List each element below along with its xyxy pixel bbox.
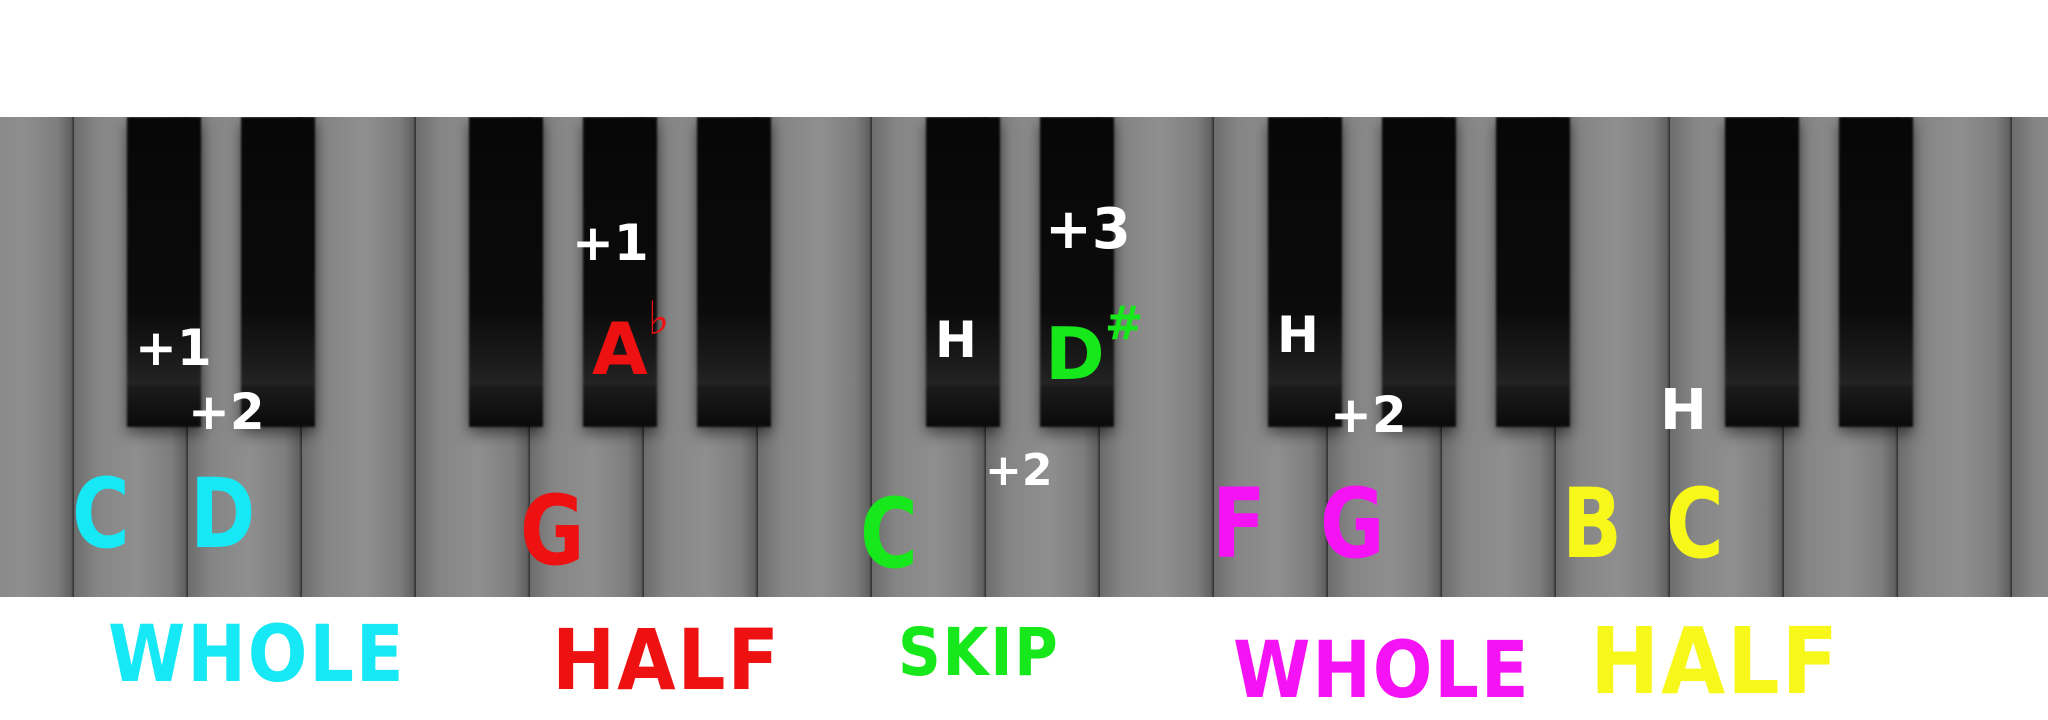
step-label: +2: [1330, 386, 1407, 444]
note-label: C: [860, 478, 918, 590]
step-label: H: [1660, 378, 1707, 443]
interval-label: SKIP: [898, 614, 1060, 691]
black-key: [926, 117, 1000, 427]
step-label: +1: [135, 319, 212, 377]
black-key: [469, 117, 543, 427]
black-key: [1725, 117, 1799, 427]
black-key: [127, 117, 201, 427]
white-key: [1898, 117, 2018, 597]
step-label: +2: [985, 445, 1053, 496]
black-key: [1382, 117, 1456, 427]
black-key: [697, 117, 771, 427]
white-key: [2012, 117, 2048, 597]
interval-label: HALF: [1590, 608, 1840, 715]
white-key: [758, 117, 878, 597]
step-label: H: [935, 311, 977, 369]
interval-label: HALF: [552, 611, 781, 709]
note-label: C: [72, 458, 130, 570]
note-letter: D: [1045, 312, 1105, 396]
note-label: F: [1212, 468, 1266, 580]
black-key: [1268, 117, 1342, 427]
note-label: C: [1666, 468, 1724, 580]
sharp-sign: #: [1104, 296, 1144, 350]
step-label: +1: [572, 214, 649, 272]
note-label: D: [190, 458, 256, 570]
note-label: G: [520, 475, 585, 587]
piano-keyboard: [0, 117, 2048, 597]
black-key: [1839, 117, 1913, 427]
flat-sign: ♭: [647, 291, 670, 345]
white-key: [0, 117, 80, 597]
note-label: G: [1320, 468, 1385, 580]
note-label: A♭: [592, 295, 669, 385]
black-key: [1496, 117, 1570, 427]
black-key: [1040, 117, 1114, 427]
step-label: H: [1277, 306, 1319, 364]
interval-label: WHOLE: [108, 610, 406, 700]
black-key: [583, 117, 657, 427]
note-label: D#: [1045, 300, 1143, 390]
white-key: [302, 117, 422, 597]
step-label: +3: [1045, 197, 1131, 262]
note-label: B: [1562, 468, 1623, 580]
interval-label: WHOLE: [1233, 626, 1531, 716]
step-label: +2: [188, 383, 265, 441]
black-key: [241, 117, 315, 427]
note-letter: A: [592, 307, 648, 391]
